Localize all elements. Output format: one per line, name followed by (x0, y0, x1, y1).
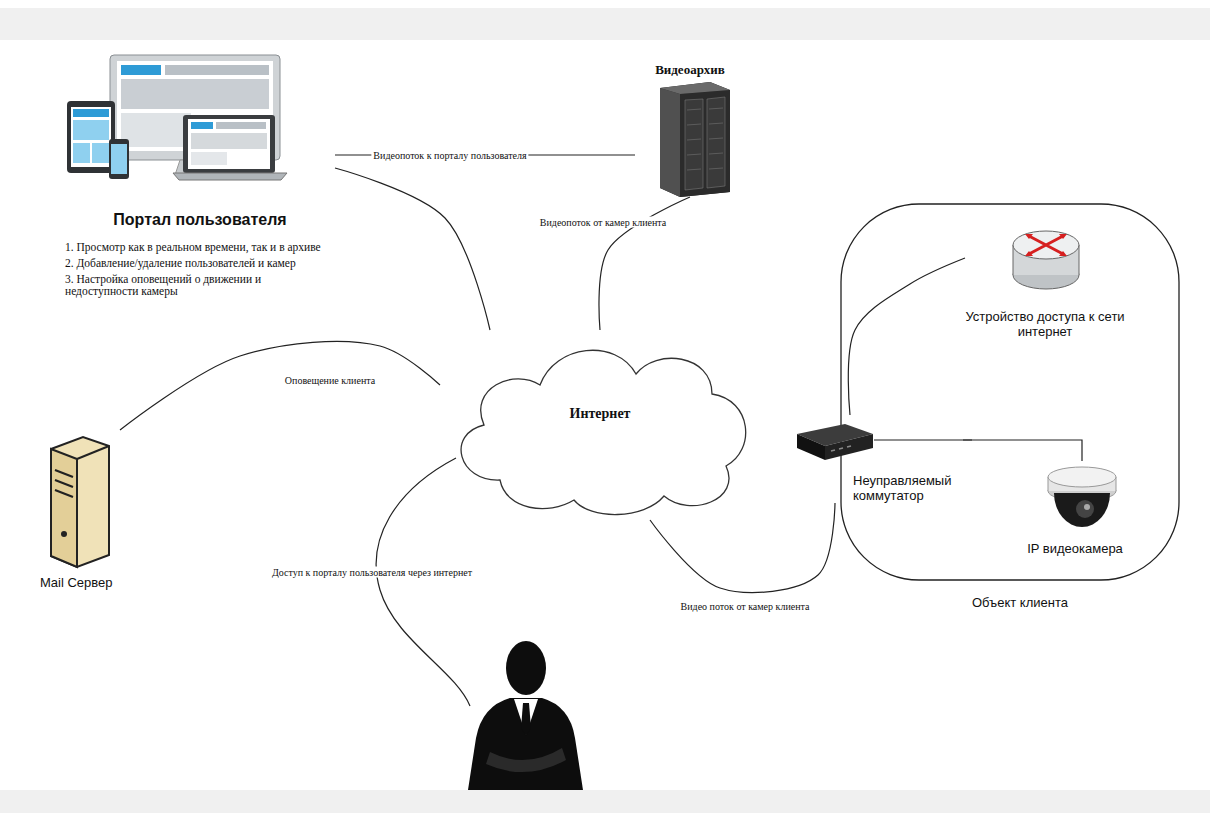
video-archive-server-icon-part (685, 99, 703, 190)
node-body-text: 1. Просмотр как в реальном времени, так … (65, 241, 330, 253)
switch-wire (874, 439, 972, 440)
node-label: Неуправляемый коммутатор (853, 473, 963, 503)
user-portal-icon-part (110, 55, 280, 160)
edge-label: Видеопоток к порталу пользователя (371, 150, 528, 161)
user-portal-icon-part (183, 115, 275, 173)
video-archive-server-icon-part (687, 108, 723, 170)
node-label: Объект клиента (945, 595, 1095, 610)
user-portal-icon-part (165, 65, 269, 75)
user-portal-icon-part (73, 109, 109, 117)
video-archive-server-icon-part (660, 82, 730, 197)
top-band (0, 8, 1210, 40)
user-portal-icon-part (121, 79, 269, 109)
user-portal-icon-part (109, 139, 129, 179)
person-silhouette-part (468, 698, 583, 790)
connector-line (335, 154, 635, 155)
flow-label: Доступ к порталу пользователя через инте… (270, 567, 474, 578)
internet-cloud-outline (440, 330, 760, 520)
ip-camera-icon-part (1054, 493, 1110, 527)
user-portal-icon-part (191, 133, 267, 149)
video-archive-server: Видеоархив (635, 62, 745, 197)
bottom-band (0, 790, 1210, 813)
internet-cloud: Интернет (440, 330, 760, 520)
node-body-text: 3. Настройка оповещений о движении и нед… (65, 273, 330, 297)
video-archive-server-icon-part (680, 90, 730, 197)
person-silhouette-part (521, 703, 531, 736)
connector-line (650, 503, 835, 593)
mail-server-icon-part (77, 446, 109, 459)
user-portal-icon-part (121, 113, 191, 147)
ip-camera-icon-part (1048, 467, 1116, 487)
internet-router: Устройство доступа к сети интернет (965, 221, 1125, 339)
node-label: Mail Сервер (40, 575, 170, 590)
internet-router-icon-part (1025, 234, 1067, 256)
connector-line (599, 197, 690, 330)
ip-camera-icon (1045, 463, 1120, 535)
user-portal-icon-part (216, 122, 266, 129)
mail-server-icon (43, 434, 115, 570)
person-silhouette-part (514, 699, 538, 735)
access-line (376, 458, 470, 706)
mail-server-icon-part (61, 531, 67, 537)
unmanaged-switch-icon-part (797, 434, 825, 460)
user-portal: Портал пользователя 1. Просмотр как в реа… (60, 48, 335, 297)
video-archive-server-icon (650, 80, 735, 197)
ip-camera-icon-part (1076, 500, 1094, 518)
client-site-region-outline (840, 203, 1180, 583)
user-portal-icon-part (73, 143, 90, 163)
internet-cloud-outline-part (461, 350, 746, 514)
edge-label: Видео поток от камер клиента (679, 601, 812, 612)
mail-server-icon-part (51, 449, 77, 567)
client-site-region-outline-part (841, 204, 1179, 580)
node-label: Видеоархив (635, 62, 745, 78)
user-portal-icon-part (191, 152, 227, 165)
video-archive-server-icon-part (660, 82, 730, 94)
node-label: Устройство доступа к сети интернет (965, 309, 1125, 339)
user-portal-icon-part (92, 143, 109, 163)
user-portal-icon-part (71, 107, 111, 167)
client-site-region: Объект клиента Устройство доступа к сети … (840, 203, 1180, 610)
user-portal-icon (65, 53, 295, 183)
ip-camera-icon-part (1084, 504, 1090, 510)
mail-server-icon-part (51, 437, 109, 567)
edge-label: Видеопоток от камер клиента (538, 217, 668, 228)
unmanaged-switch-icon-part (825, 434, 873, 460)
connector-line (848, 258, 965, 415)
connector-line (335, 168, 490, 330)
user-portal-icon-part (67, 101, 115, 173)
mail-server-icon-part (55, 470, 73, 497)
user-portal-icon-part (111, 144, 127, 174)
user-portal-icon-part (173, 173, 287, 180)
unmanaged-switch-icon (795, 420, 875, 465)
node-label: Портал пользователя (90, 211, 310, 229)
person-silhouette (468, 641, 583, 790)
person-silhouette-part (486, 748, 566, 772)
user-portal-icon-part (117, 61, 273, 151)
user-portal-icon-part (121, 65, 161, 75)
connector-line (120, 341, 440, 430)
unmanaged-switch-icon-part (831, 446, 851, 451)
video-archive-server-icon-part (660, 88, 680, 197)
mail-server: Mail Сервер (35, 430, 170, 590)
video-archive-server-icon-part (707, 97, 725, 188)
internet-router-icon-part (1029, 236, 1063, 254)
connector-line (963, 440, 1082, 461)
user-portal-icon-part (191, 122, 213, 129)
internet-router-icon (1010, 225, 1082, 295)
ip-camera: IP видеокамера (1000, 461, 1150, 556)
user-portal-icon-part (188, 119, 270, 169)
person-silhouette-part (506, 641, 546, 695)
edge-label: Оповещение клиента (283, 375, 377, 386)
internet-router-icon-part (1013, 231, 1079, 259)
node-label: Интернет (530, 406, 670, 422)
unmanaged-switch: Неуправляемый коммутатор (795, 415, 963, 503)
user-portal-icon-part (73, 120, 109, 140)
node-label: IP видеокамера (1000, 541, 1150, 556)
node-body-text: 2. Добавление/удаление пользователей и к… (65, 257, 330, 269)
